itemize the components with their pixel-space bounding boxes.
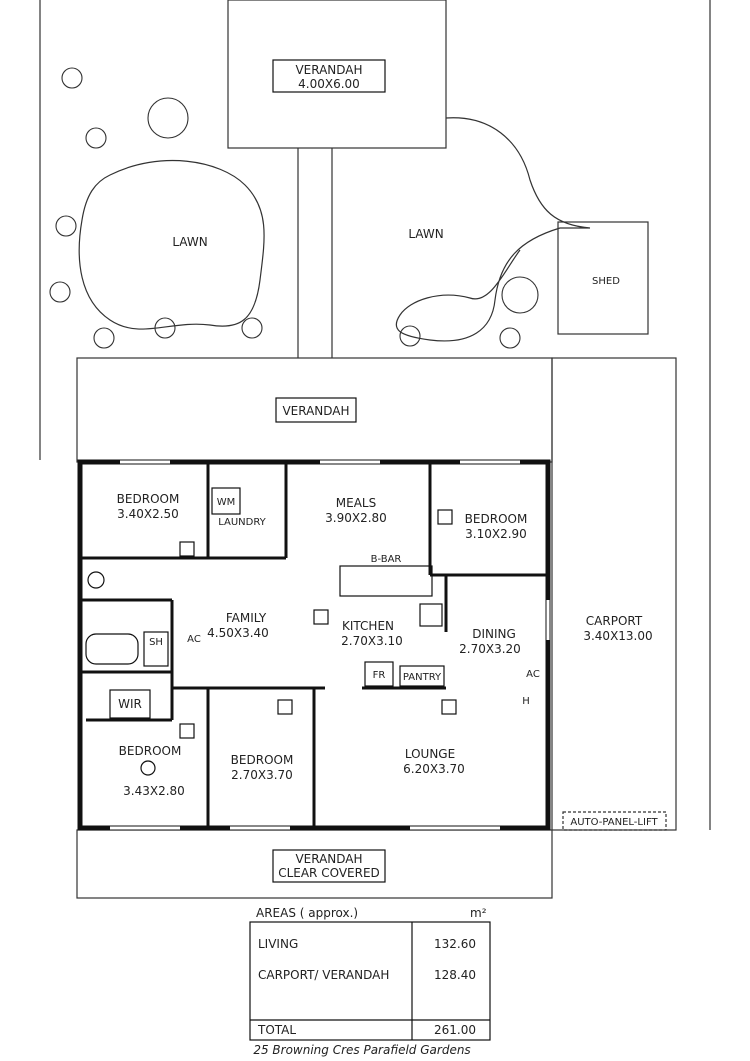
verandah-top-name: VERANDAH: [295, 63, 362, 77]
tree-icon: [154, 317, 176, 339]
ac-dining-label: AC: [526, 669, 540, 680]
tree-icon: [399, 325, 421, 347]
pantry-outline: [399, 665, 445, 687]
lawn-right-outline: [395, 117, 591, 342]
areas-total-label: TOTAL: [257, 1023, 296, 1037]
areas-row-value: 128.40: [434, 968, 476, 982]
bedroom4-name: BEDROOM: [231, 753, 294, 767]
verandah-bottom-label-box: [272, 849, 386, 883]
shed-label: SHED: [592, 276, 620, 287]
verandah-mid-label: VERANDAH: [282, 404, 349, 418]
fr-label: FR: [373, 670, 386, 681]
carport-outline: [551, 357, 677, 831]
areas-row-label: CARPORT/ VERANDAH: [258, 968, 389, 982]
carport-name: CARPORT: [586, 614, 643, 628]
lawn-right-label: LAWN: [408, 227, 443, 241]
bedroom1-name: BEDROOM: [117, 492, 180, 506]
lounge-name: LOUNGE: [405, 747, 455, 761]
window-grid-icon: [437, 509, 453, 525]
tree-icon: [241, 317, 263, 339]
dining-dims: 2.70X3.20: [459, 642, 521, 656]
areas-total-value: 261.00: [434, 1023, 476, 1037]
shed-outline: [557, 221, 649, 335]
tree-icon: [49, 281, 71, 303]
tree-icon: [499, 327, 521, 349]
bedroom4-dims: 2.70X3.70: [231, 768, 293, 782]
areas-row-value: 132.60: [434, 937, 476, 951]
kitchen-name: KITCHEN: [342, 619, 394, 633]
lawn-left-label: LAWN: [172, 235, 207, 249]
areas-heading: AREAS ( approx.): [256, 906, 358, 920]
verandah-mid-label-box: [275, 397, 357, 423]
lawn-left-outline: [78, 159, 265, 330]
toilet-outline: [87, 571, 105, 589]
bath-outline: [85, 633, 139, 665]
wir-outline: [109, 689, 151, 719]
fridge-outline: [364, 661, 394, 687]
auto-panel-lift-label: AUTO-PANEL-LIFT: [570, 817, 658, 828]
meals-dims: 3.90X2.80: [325, 511, 387, 525]
lounge-dims: 6.20X3.70: [403, 762, 465, 776]
bedroom3-dims: 3.43X2.80: [123, 784, 185, 798]
wm-label: WM: [217, 497, 236, 508]
tree-icon: [85, 127, 107, 149]
areas-unit: m²: [470, 906, 487, 920]
washing-machine-outline: [211, 487, 241, 515]
cooktop-outline: [419, 603, 443, 627]
dining-name: DINING: [472, 627, 516, 641]
bbar-label: B-BAR: [371, 554, 402, 565]
window-grid-icon: [179, 541, 195, 557]
bedroom3-name: BEDROOM: [119, 744, 182, 758]
pantry-label: PANTRY: [403, 672, 442, 683]
tree-icon: [55, 215, 77, 237]
window-grid-icon: [277, 699, 293, 715]
address-caption: 25 Browning Cres Parafield Gardens: [253, 1043, 470, 1057]
ac-family-label: AC: [187, 634, 201, 645]
areas-row-label: LIVING: [258, 937, 298, 951]
meals-name: MEALS: [336, 496, 376, 510]
carport-dims: 3.40X13.00: [583, 629, 652, 643]
shower-outline: [143, 631, 169, 667]
kitchen-bench-outline: [339, 565, 433, 597]
bedroom2-name: BEDROOM: [465, 512, 528, 526]
h-label: H: [522, 696, 530, 707]
sh-label: SH: [149, 637, 163, 648]
kitchen-dims: 2.70X3.10: [341, 634, 403, 648]
laundry-label: LAUNDRY: [218, 517, 266, 528]
auto-panel-lift-outline: [562, 811, 667, 831]
fan-icon: [140, 760, 156, 776]
verandah-top-outline: [227, 0, 447, 149]
areas-table-outline: [249, 921, 491, 1041]
family-dims: 4.50X3.40: [207, 626, 269, 640]
window-grid-icon: [441, 699, 457, 715]
tree-icon: [61, 67, 83, 89]
family-name: FAMILY: [226, 611, 267, 625]
bedroom2-dims: 3.10X2.90: [465, 527, 527, 541]
window-grid-icon: [179, 723, 195, 739]
tree-icon: [93, 327, 115, 349]
tree-icon: [147, 97, 189, 139]
bedroom1-dims: 3.40X2.50: [117, 507, 179, 521]
verandah-top-label-box: [272, 59, 386, 93]
tree-icon: [501, 276, 539, 314]
wir-label: WIR: [118, 697, 142, 711]
verandah-bottom-line1: VERANDAH: [295, 852, 362, 866]
window-grid-icon: [313, 609, 329, 625]
verandah-bottom-line2: CLEAR COVERED: [278, 866, 380, 880]
verandah-top-dims: 4.00X6.00: [298, 77, 360, 91]
